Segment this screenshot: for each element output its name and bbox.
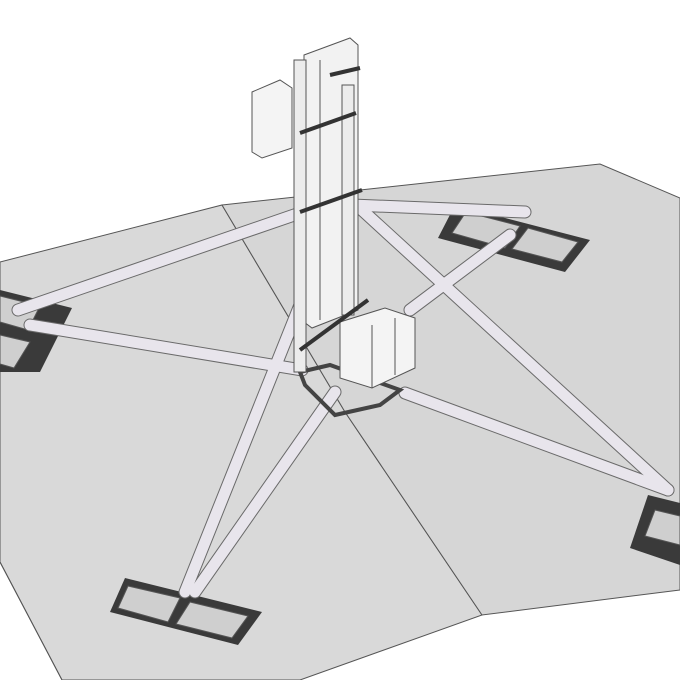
struts xyxy=(11,198,675,599)
mast-pole xyxy=(293,59,307,373)
strut xyxy=(189,386,341,598)
strut xyxy=(356,204,674,496)
strut xyxy=(24,319,308,376)
strut xyxy=(12,207,306,316)
mast-pole xyxy=(341,84,355,316)
ballast-bottom xyxy=(110,578,262,645)
roof-seam xyxy=(0,561,63,680)
mast-assembly xyxy=(251,37,416,389)
ballast-lower-right xyxy=(630,495,680,565)
radio-unit-upper xyxy=(251,79,293,159)
strut xyxy=(404,229,516,316)
strut xyxy=(399,387,674,496)
strut xyxy=(346,199,531,218)
radio-unit-lower xyxy=(339,307,416,389)
base-ring xyxy=(297,362,405,418)
